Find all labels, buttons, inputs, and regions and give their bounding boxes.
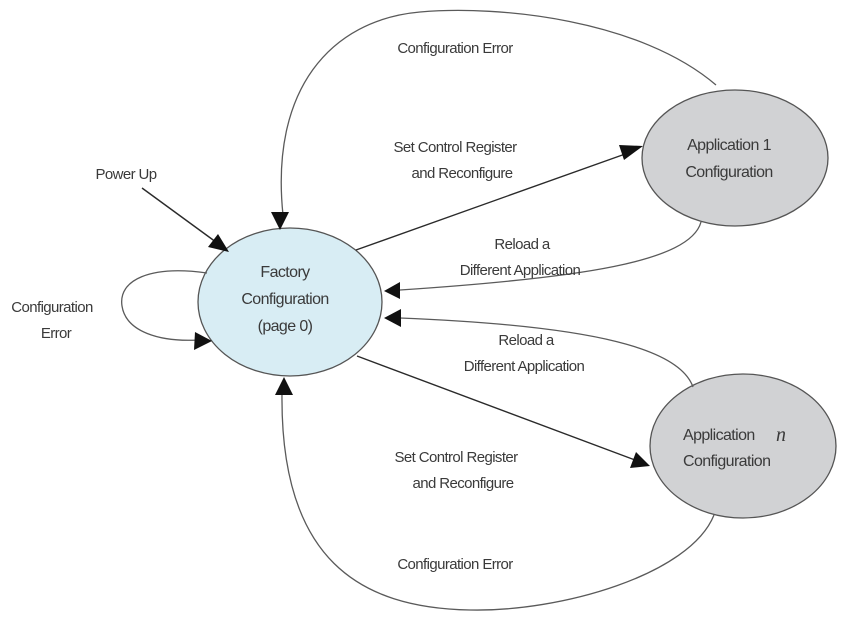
appn-label-line1: Application [683, 427, 755, 444]
appn-label-line2: Configuration [683, 453, 770, 470]
factory-label-line3: (page 0) [258, 318, 313, 335]
node-application-n-configuration [649, 373, 837, 519]
label-appn-reload-line1: Reload a [498, 332, 555, 349]
edge-app1-to-factory-reload [399, 221, 702, 291]
arrowhead-app1-to-factory-reload [384, 282, 400, 299]
edge-appn-to-factory-error [281, 392, 715, 611]
label-factory-to-app1-line1: Set Control Register [393, 139, 517, 156]
arrowhead-app1-to-factory-error [271, 212, 289, 230]
factory-label-line1: Factory [260, 264, 310, 281]
label-factory-to-app1-line2: and Reconfigure [411, 165, 512, 182]
edge-appn-to-factory-reload [399, 317, 694, 388]
label-appn-reload-line2: Different Application [464, 358, 585, 375]
edge-self-loop [121, 270, 208, 341]
node-factory-configuration [197, 227, 383, 377]
label-app1-reload-line2: Different Application [460, 262, 581, 279]
label-self-loop-line1: Configuration [11, 299, 93, 316]
arrowhead-factory-to-app1 [619, 145, 643, 160]
factory-label-line2: Configuration [241, 291, 328, 308]
label-power-up: Power Up [95, 166, 156, 183]
label-app1-error: Configuration Error [397, 40, 513, 57]
label-self-loop-line2: Error [41, 325, 72, 342]
label-app1-reload-line1: Reload a [494, 236, 551, 253]
label-appn-error: Configuration Error [397, 556, 513, 573]
arrowhead-self-loop [194, 332, 212, 350]
edge-factory-to-appn [356, 355, 636, 461]
label-factory-to-appn-line1: Set Control Register [394, 449, 518, 466]
appn-label-italic-n: n [776, 424, 786, 446]
arrowhead-power-up [208, 234, 229, 252]
label-factory-to-appn-line2: and Reconfigure [412, 475, 513, 492]
edge-power-up [141, 187, 221, 246]
node-application-1-configuration [641, 89, 829, 227]
arrowhead-factory-to-appn [630, 452, 650, 468]
arrowhead-appn-to-factory-error [275, 377, 293, 395]
app1-label-line2: Configuration [685, 164, 772, 181]
edge-factory-to-app1 [355, 152, 629, 251]
app1-label-line1: Application 1 [687, 137, 772, 154]
arrowhead-appn-to-factory-reload [384, 309, 401, 327]
edge-app1-to-factory-error [280, 9, 717, 216]
